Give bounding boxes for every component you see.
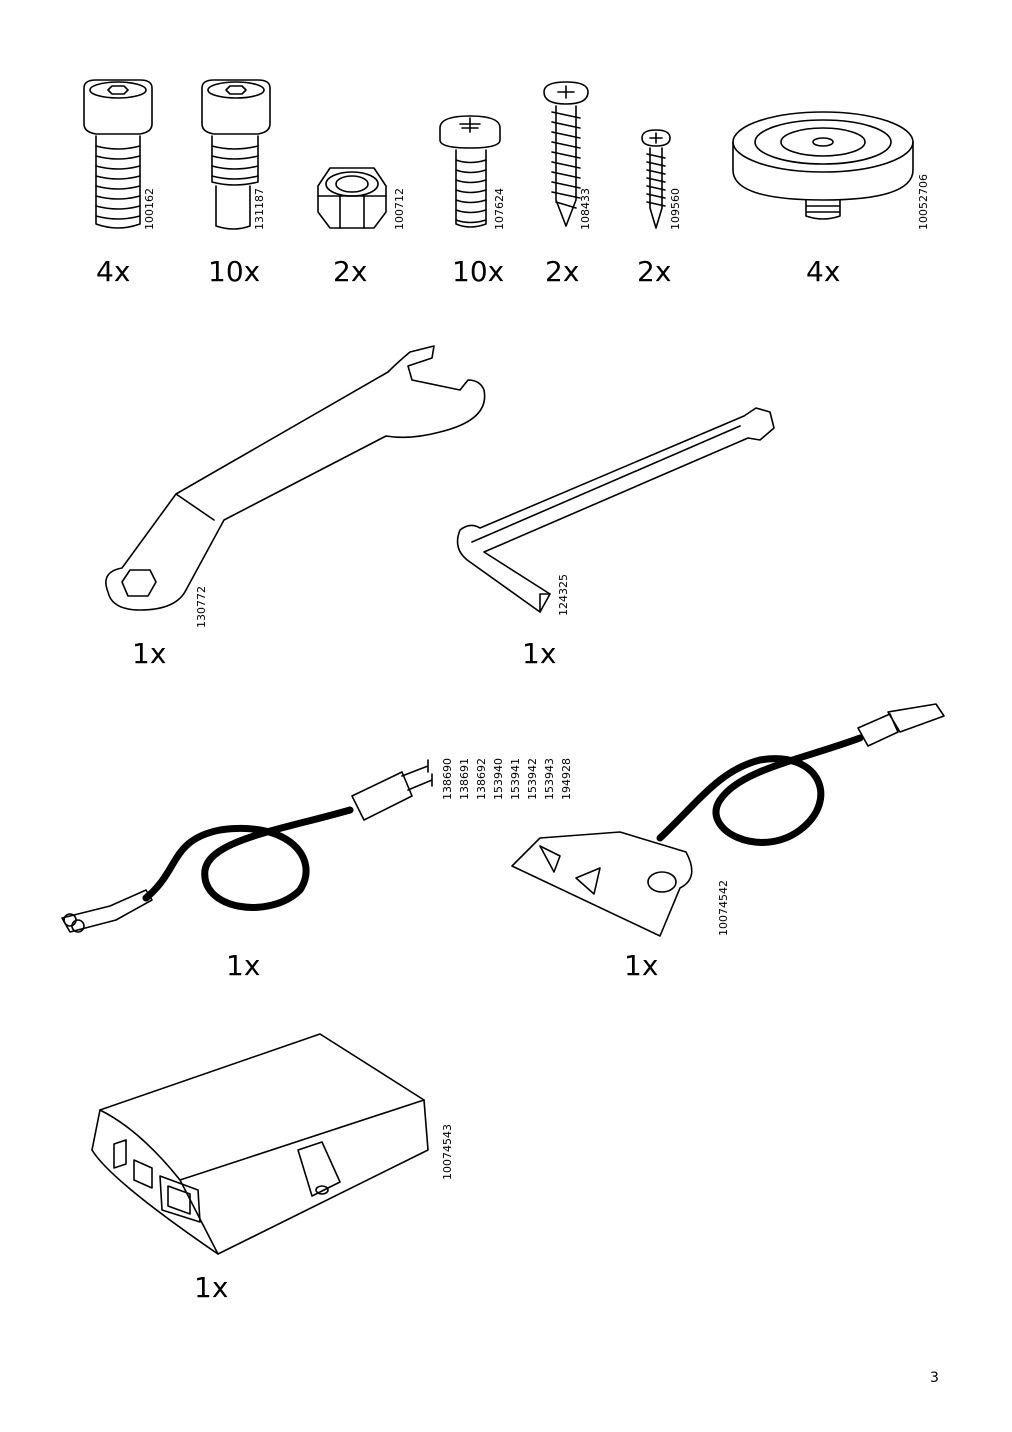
page-number: 3 [930,1370,939,1386]
shoulder-screw-icon [201,79,271,230]
small-wood-screw-icon [641,129,671,229]
part-number: 10074542 [717,880,730,936]
qty-label: 10x [452,255,505,288]
part-number: 138690 [441,758,454,800]
qty-label: 1x [624,949,659,982]
part-number: 100162 [143,188,156,230]
part-number: 153942 [526,758,539,800]
qty-label: 4x [96,255,131,288]
part-number: 124325 [557,574,570,616]
qty-label: 2x [637,255,672,288]
wrench-icon [105,345,486,611]
part-number: 108433 [579,188,592,230]
part-number: 153940 [492,758,505,800]
part-number: 10074543 [441,1124,454,1180]
qty-label: 1x [194,1271,229,1304]
wood-screw-icon [543,81,589,227]
part-number: 138692 [475,758,488,800]
hex-nut-icon [317,167,387,229]
part-number: 153943 [543,758,556,800]
qty-label: 10x [208,255,261,288]
socket-cap-screw-icon [83,79,153,229]
power-cord-icon [61,759,433,933]
part-number: 153941 [509,758,522,800]
hex-key-icon [456,407,775,613]
qty-label: 1x [226,949,261,982]
qty-label: 2x [333,255,368,288]
adjustable-foot-icon [732,111,914,220]
pan-head-screw-icon [439,115,501,228]
qty-label: 1x [132,637,167,670]
part-number: 130772 [195,586,208,628]
control-switch-icon [511,703,945,937]
part-number: 194928 [560,758,573,800]
qty-label: 2x [545,255,580,288]
part-number: 100712 [393,188,406,230]
part-number: 138691 [458,758,471,800]
control-box-icon [91,1033,429,1255]
part-number: 109560 [669,188,682,230]
part-number: 107624 [493,188,506,230]
qty-label: 1x [522,637,557,670]
part-number: 10052706 [917,174,930,230]
qty-label: 4x [806,255,841,288]
part-number: 131187 [253,188,266,230]
